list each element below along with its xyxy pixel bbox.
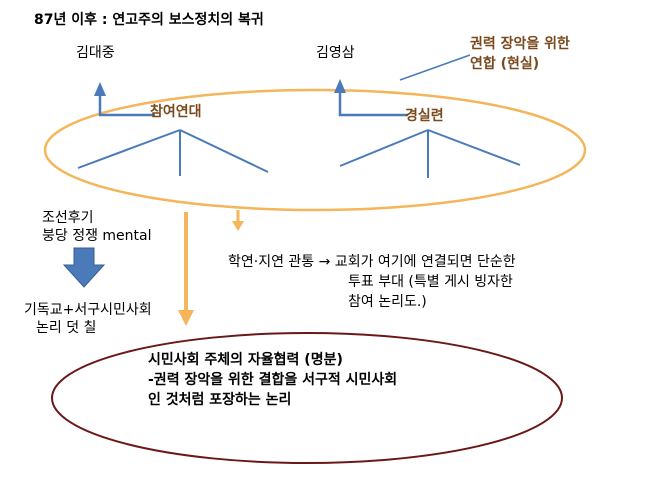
ties-line2: 투표 부대 (특별 게시 빙자한 [348,274,513,290]
civil-line1: 시민사회 주체의 자율협력 (명분) [148,352,343,368]
ties-line1: 학연·지연 관통 → 교회가 여기에 연결되면 단순한 [228,254,516,270]
callout-line [399,54,471,81]
left-leader-connector [98,95,155,117]
civil-line3: 인 것처럼 포장하는 논리 [148,392,292,408]
left-group-tree [77,129,269,176]
history-line2: 붕당 정쟁 mental [42,228,152,244]
down-arrow-icon [232,221,244,231]
leader-right: 김영삼 [316,45,355,61]
civil-society-ellipse [51,332,563,464]
group-right: 경실련 [405,108,444,124]
down-arrow-icon [62,247,106,288]
overlay-line2: 논리 덧 칠 [36,320,97,336]
power-coalition-ellipse [43,88,587,212]
callout-line1: 권력 장악을 위한 [470,36,570,52]
heading: 87년 이후 : 연고주의 보스정치의 복귀 [34,12,264,28]
callout-line2: 연합 (현실) [470,56,540,72]
ties-line3: 참여 논리도.) [348,294,427,310]
up-arrow-icon [94,82,106,96]
right-group-tree [339,129,521,178]
civil-line2: -권력 장악을 위한 결합을 서구적 시민사회 [148,372,398,388]
up-arrow-icon [334,79,346,93]
leader-left: 김대중 [76,45,115,61]
down-arrow-icon [178,310,194,326]
overlay-line1: 기독교+서구시민사회 [24,302,152,318]
group-left: 참여연대 [150,104,202,120]
right-leader-connector [338,92,408,117]
history-line1: 조선후기 [42,210,94,226]
